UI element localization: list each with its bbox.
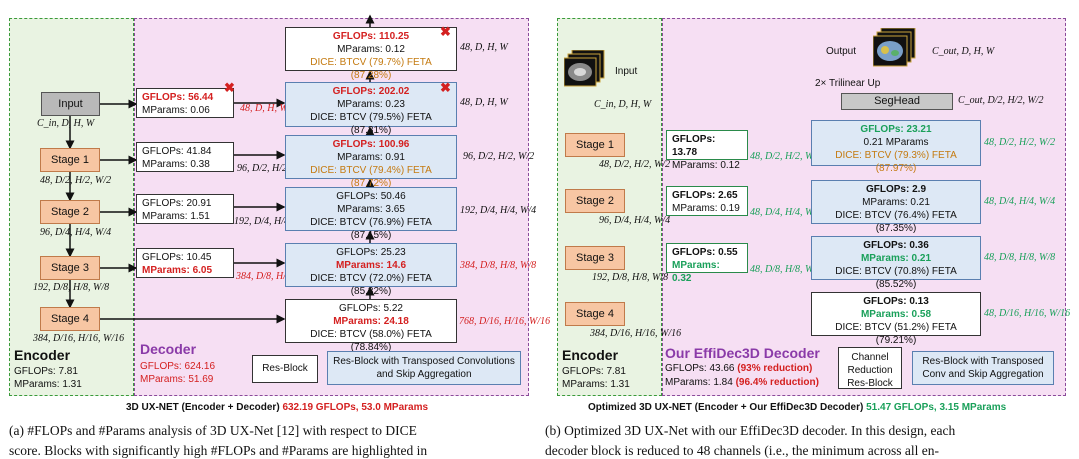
red-x-icon: ✖: [440, 80, 451, 95]
right-dec-box-4-dims: 48, D/16, H/16, W/16: [984, 308, 1071, 319]
right-skip-box-2-dims: 48, D/4, H/4, W/4: [750, 207, 822, 218]
right-encoder-title: Encoder: [562, 347, 619, 363]
seghead-block: SegHead: [841, 93, 953, 110]
left-dec-box-top-dims: 48, D, H, W: [460, 42, 508, 53]
right-caption-line-2: decoder block is reduced to 48 channels …: [545, 443, 939, 458]
left-stage-3-dims: 192, D/8, H/8, W/8: [33, 282, 110, 293]
right-dec-box-3: GFLOPs: 0.36 MParams: 0.21 DICE: BTCV (7…: [811, 236, 981, 290]
right-stage-3-dims: 192, D/8, H/8, W/8: [592, 272, 669, 283]
left-dec-box-5-dims: 768, D/16, H/16, W/16: [459, 316, 551, 327]
left-dec-box-5: GFLOPs: 5.22 MParams: 24.18 DICE: BTCV (…: [285, 299, 457, 353]
right-skip-box-3-dims: 48, D/8, H/8, W/8: [750, 264, 822, 275]
right-subtitle: Optimized 3D UX-NET (Encoder + Our EffiD…: [588, 402, 1007, 413]
left-encoder-title: Encoder: [14, 347, 71, 363]
left-stage-2-dims: 96, D/4, H/4, W/4: [40, 227, 112, 238]
left-skip-box-3: GFLOPs: 20.91 MParams: 1.51: [136, 194, 234, 224]
left-stage-3: Stage 3: [40, 256, 100, 280]
left-skip-box-2-dims: 96, D/2, H/2, W/2: [237, 163, 309, 174]
left-stage-2: Stage 2: [40, 200, 100, 224]
left-dec-box-4: GFLOPs: 25.23 MParams: 14.6 DICE: BTCV (…: [285, 243, 457, 297]
right-input-label: Input: [615, 66, 638, 77]
left-skip-box-2: GFLOPs: 41.84 MParams: 0.38: [136, 142, 234, 172]
right-encoder-gflops: GFLOPs: 7.81: [562, 366, 626, 377]
right-dec-box-2: GFLOPs: 2.9 MParams: 0.21 DICE: BTCV (76…: [811, 180, 981, 234]
seghead-dims: C_out, D/2, H/2, W/2: [958, 95, 1044, 106]
left-dec-box-2: GFLOPs: 100.96 MParams: 0.91 DICE: BTCV …: [285, 135, 457, 189]
right-stage-3: Stage 3: [565, 246, 625, 270]
right-stage-2-dims: 96, D/4, H/4, W/4: [599, 215, 671, 226]
right-dec-box-1-dims: 48, D/2, H/2, W/2: [984, 137, 1056, 148]
left-dec-box-1: GFLOPs: 202.02 MParams: 0.23 DICE: BTCV …: [285, 82, 457, 136]
right-skip-box-2: GFLOPs: 2.65 MParams: 0.19: [666, 186, 748, 216]
left-input-dims: C_in, D, H, W: [37, 118, 95, 129]
left-stage-4: Stage 4: [40, 307, 100, 331]
right-input-dims: C_in, D, H, W: [594, 99, 652, 110]
red-x-icon: ✖: [224, 80, 235, 95]
legend-res-block: Res-Block: [252, 355, 318, 383]
right-decoder-mparams: MParams: 1.84 (96.4% reduction): [665, 377, 819, 388]
right-dec-box-1: GFLOPs: 23.21 0.21 MParams DICE: BTCV (7…: [811, 120, 981, 174]
right-stage-2: Stage 2: [565, 189, 625, 213]
trilinear-label: 2× Trilinear Up: [815, 78, 881, 89]
left-encoder-mparams: MParams: 1.31: [14, 379, 82, 390]
left-dec-box-3-dims: 192, D/4, H/4, W/4: [460, 205, 537, 216]
left-dec-box-2-dims: 96, D/2, H/2, W/2: [463, 151, 535, 162]
left-dec-box-1-dims: 48, D, H, W: [460, 97, 508, 108]
right-stage-4-dims: 384, D/16, H/16, W/16: [590, 328, 682, 339]
output-dims: C_out, D, H, W: [932, 46, 995, 57]
left-skip-box-4-dims: 384, D/8, H/8, W/8: [236, 271, 313, 282]
legend-channel-reduction: Channel Reduction Res-Block: [838, 347, 902, 389]
left-skip-box-4: GFLOPs: 10.45 MParams: 6.05: [136, 248, 234, 278]
left-decoder-title: Decoder: [140, 341, 197, 357]
left-stage-4-dims: 384, D/16, H/16, W/16: [33, 333, 125, 344]
right-stage-1-dims: 48, D/2, H/2, W/2: [599, 159, 671, 170]
left-input-block: Input: [41, 92, 100, 116]
left-stage-1: Stage 1: [40, 148, 100, 172]
left-skip-box-1-dims: 48, D, H, W: [240, 103, 288, 114]
right-dec-box-4: GFLOPs: 0.13 MParams: 0.58 DICE: BTCV (5…: [811, 292, 981, 346]
red-x-icon: ✖: [440, 24, 451, 39]
left-dec-box-4-dims: 384, D/8, H/8, W/8: [460, 260, 537, 271]
right-skip-box-1-dims: 48, D/2, H/2, W/2: [750, 151, 822, 162]
right-skip-box-3: GFLOPs: 0.55 MParams: 0.32: [666, 243, 748, 284]
right-stage-1: Stage 1: [565, 133, 625, 157]
left-skip-box-3-dims: 192, D/4, H/4, W/4: [234, 216, 311, 227]
left-caption-line-1: (a) #FLOPs and #Params analysis of 3D UX…: [9, 423, 417, 438]
right-dec-box-3-dims: 48, D/8, H/8, W/8: [984, 252, 1056, 263]
right-decoder-gflops: GFLOPs: 43.66 (93% reduction): [665, 363, 813, 374]
ct-scan-icon: [563, 49, 608, 90]
segmentation-output-icon: [872, 27, 919, 70]
output-label: Output: [826, 46, 857, 57]
left-dec-box-top: GFLOPs: 110.25 MParams: 0.12 DICE: BTCV …: [285, 27, 457, 81]
right-decoder-title: Our EffiDec3D Decoder: [665, 345, 820, 361]
right-skip-box-1: GFLOPs: 13.78 MParams: 0.12: [666, 130, 748, 171]
right-encoder-mparams: MParams: 1.31: [562, 379, 630, 390]
left-encoder-gflops: GFLOPs: 7.81: [14, 366, 78, 377]
right-dec-box-2-dims: 48, D/4, H/4, W/4: [984, 196, 1056, 207]
right-stage-4: Stage 4: [565, 302, 625, 326]
left-caption-line-2: score. Blocks with significantly high #F…: [9, 443, 428, 458]
left-decoder-mparams: MParams: 51.69: [140, 374, 214, 385]
left-subtitle: 3D UX-NET (Encoder + Decoder) 632.19 GFL…: [126, 402, 429, 413]
legend-transposed-block: Res-Block with Transposed Convolutions a…: [327, 351, 521, 385]
legend-transposed-conv: Res-Block with Transposed Conv and Skip …: [912, 351, 1054, 385]
left-skip-box-1: GFLOPs: 56.44 MParams: 0.06: [136, 88, 234, 118]
left-input-label: Input: [58, 98, 83, 110]
left-dec-box-3: GFLOPs: 50.46 MParams: 3.65 DICE: BTCV (…: [285, 187, 457, 241]
left-decoder-gflops: GFLOPs: 624.16: [140, 361, 216, 372]
left-stage-1-dims: 48, D/2, H/2, W/2: [40, 175, 112, 186]
right-caption-line-1: (b) Optimized 3D UX-Net with our EffiDec…: [545, 423, 956, 438]
